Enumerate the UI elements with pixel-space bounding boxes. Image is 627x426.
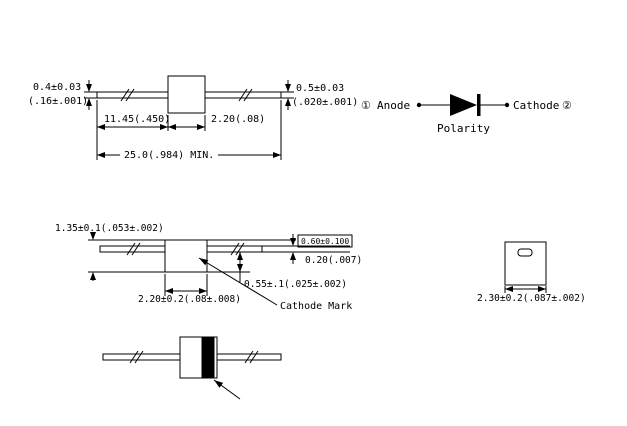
left-lead-outline (96, 91, 169, 99)
cathode-terminal-dot (504, 102, 510, 108)
top-view (84, 75, 294, 160)
arrowhead (86, 98, 92, 106)
arrowhead (237, 264, 243, 272)
cathode-mark-label: Cathode Mark (280, 301, 352, 312)
break-mark (249, 350, 259, 364)
arrowhead (86, 84, 92, 92)
dim-left-lead-dia-mm: 0.4±0.03 (33, 82, 81, 93)
dim-overall-length: 25.0(.984) MIN. (124, 150, 214, 161)
break-mark (134, 350, 144, 364)
dim-body-width: 2.30±0.2(.087±.002) (477, 293, 586, 304)
polarity-schematic: ① Anode Cathode ② Polarity (361, 94, 572, 135)
pin2-marker: ② (562, 99, 572, 112)
arrowhead (199, 288, 207, 294)
arrowhead (237, 252, 243, 260)
dim-body-length: 2.20(.08) (211, 114, 265, 125)
arrowhead (290, 238, 296, 246)
arrowhead (97, 124, 105, 130)
bottom-view (102, 336, 282, 400)
arrowhead (197, 124, 205, 130)
arrowhead (273, 152, 281, 158)
dim-lead-offset: 0.55±.1(.025±.002) (244, 279, 347, 290)
cathode-label: Cathode (513, 99, 559, 112)
arrowhead (97, 152, 105, 158)
arrowhead (199, 258, 209, 266)
component-body (167, 75, 206, 114)
diode-symbol-icon (450, 94, 477, 116)
arrowhead (538, 286, 546, 292)
dim-lead-thickness: 0.20(.007) (305, 255, 362, 266)
break-mark (244, 350, 254, 364)
polarity-label: Polarity (437, 122, 490, 135)
arrowhead (168, 124, 176, 130)
side-view (88, 232, 353, 306)
basic-dimension-box (297, 234, 353, 248)
end-view-body (504, 241, 547, 286)
anode-terminal-dot (416, 102, 422, 108)
anode-label: Anode (377, 99, 410, 112)
end-view-labels: 2.30±0.2(.087±.002) (477, 293, 586, 304)
break-mark (126, 242, 136, 256)
arrowhead (165, 288, 173, 294)
cathode-band (201, 336, 215, 379)
dim-mark-length: 0.60±0.100 (301, 237, 349, 246)
arrowhead (160, 124, 168, 130)
top-view-labels: 0.4±0.03 (.16±.001) 0.5±0.03 (.020±.001)… (28, 82, 358, 161)
side-view-labels: 1.35±0.1(.053±.002) 0.60±0.100 0.20(.007… (55, 223, 362, 312)
break-mark (129, 350, 139, 364)
leader-line (198, 257, 278, 306)
break-mark (125, 88, 135, 102)
dim-body-length: 2.20±0.2(.08±.008) (138, 294, 241, 305)
dim-right-lead-dia-mm: 0.5±0.03 (296, 83, 344, 94)
dim-left-lead-dia-in: (.16±.001) (28, 96, 88, 107)
break-mark (243, 88, 253, 102)
arrowhead (214, 380, 224, 388)
component-body (164, 239, 208, 273)
arrowhead (285, 98, 291, 106)
cathode-bar (477, 94, 481, 116)
pin1-marker: ① (361, 99, 371, 112)
break-mark (131, 242, 141, 256)
arrowhead (90, 272, 96, 280)
dim-body-height: 1.35±0.1(.053±.002) (55, 223, 164, 234)
polarity-mark (517, 248, 533, 257)
arrowhead (285, 84, 291, 92)
end-view (504, 241, 547, 293)
break-mark (235, 242, 245, 256)
component-body (179, 336, 218, 379)
arrowhead (90, 232, 96, 240)
break-mark (230, 242, 240, 256)
left-lead-outline (102, 353, 181, 361)
break-mark (120, 88, 130, 102)
dim-lead-length: 11.45(.450) (104, 114, 170, 125)
arrowhead (290, 252, 296, 260)
dim-right-lead-dia-in: (.020±.001) (292, 97, 358, 108)
break-mark (238, 88, 248, 102)
arrowhead (505, 286, 513, 292)
